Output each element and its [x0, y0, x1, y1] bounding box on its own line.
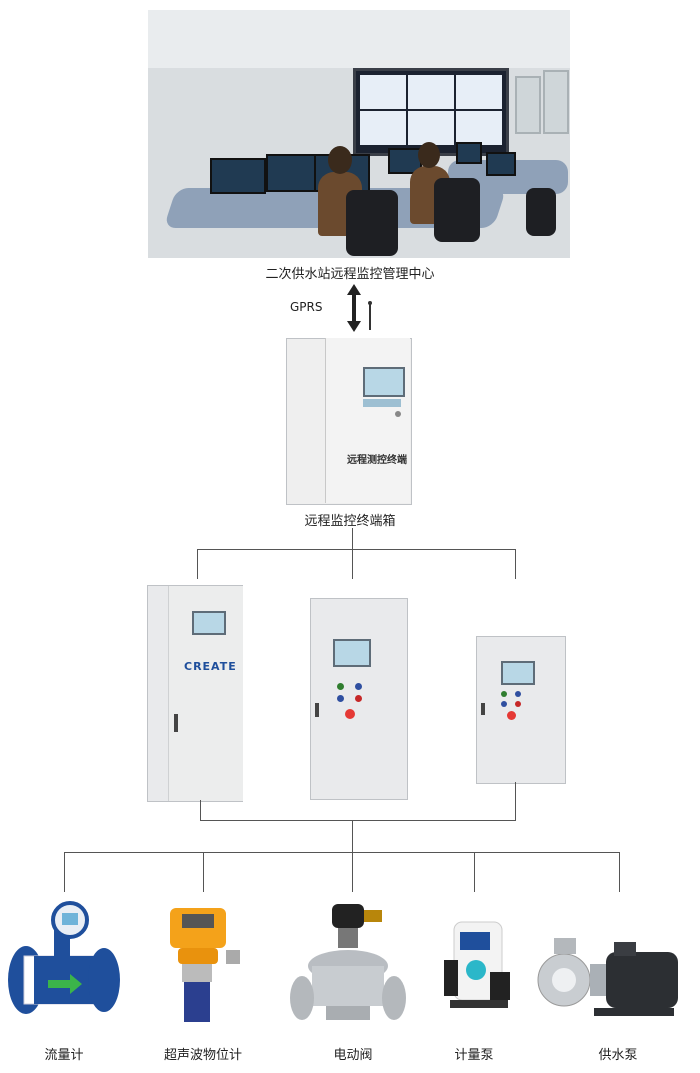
- operator-head: [328, 146, 352, 174]
- device-label: 超声波物位计: [163, 1048, 242, 1063]
- video-wall: [353, 68, 509, 156]
- terminal-display: [363, 367, 405, 397]
- cabinet-handle: [315, 703, 319, 717]
- terminal-box: 远程测控终端: [286, 338, 412, 505]
- chair: [526, 188, 556, 236]
- connector-line: [352, 852, 353, 892]
- connector-line: [64, 852, 620, 853]
- cabinet-display: [333, 639, 371, 667]
- ultrasonic-level-meter-icon: [170, 908, 240, 1022]
- device-label: 计量泵: [454, 1048, 494, 1063]
- device-label: 流量计: [44, 1048, 84, 1063]
- connector-line: [515, 782, 516, 820]
- connector-line: [352, 820, 353, 852]
- monitor: [210, 158, 266, 194]
- device-label: 电动阀: [333, 1048, 373, 1063]
- connector-line: [203, 852, 204, 892]
- lock-icon: [395, 411, 401, 417]
- operator-head: [418, 142, 440, 168]
- monitor: [456, 142, 482, 164]
- connector-line: [200, 800, 201, 820]
- control-cabinet: [310, 598, 408, 800]
- terminal-caption: 远程监控终端箱: [304, 514, 396, 529]
- cabinet-handle: [481, 703, 485, 715]
- cabinet-display: [501, 661, 535, 685]
- device-label: 供水泵: [598, 1048, 638, 1063]
- water-supply-pump-icon: [537, 938, 678, 1016]
- flowmeter-icon: [8, 901, 120, 1014]
- terminal-door-text: 远程测控终端: [347, 455, 407, 466]
- connector-line: [352, 549, 353, 579]
- metering-pump-icon: [444, 921, 510, 1008]
- connector-line: [474, 852, 475, 892]
- chair: [346, 190, 398, 256]
- cabinet-handle: [174, 714, 178, 732]
- connector-line: [515, 549, 516, 579]
- cabinet-display: [192, 611, 226, 635]
- chair: [434, 178, 480, 242]
- control-room-photo: [148, 10, 570, 258]
- window: [515, 76, 541, 134]
- gprs-label: GPRS: [290, 300, 323, 314]
- connector-line: [352, 528, 353, 549]
- connector-line: [200, 820, 516, 821]
- create-logo: CREATE: [184, 660, 237, 673]
- connector-line: [197, 549, 515, 550]
- terminal-keypad: [363, 399, 401, 407]
- terminal-door: [325, 338, 410, 503]
- bidirectional-arrow-icon: [347, 284, 372, 332]
- connector-line: [64, 852, 65, 892]
- monitor: [486, 152, 516, 176]
- ceiling: [148, 10, 570, 68]
- analyzer-cabinet: CREATE: [147, 585, 243, 802]
- connector-line: [619, 852, 620, 892]
- center-caption: 二次供水站远程监控管理中心: [265, 267, 435, 282]
- connector-line: [197, 549, 198, 579]
- electric-valve-icon: [290, 904, 406, 1020]
- pump-control-cabinet: [476, 636, 566, 784]
- window: [543, 70, 569, 134]
